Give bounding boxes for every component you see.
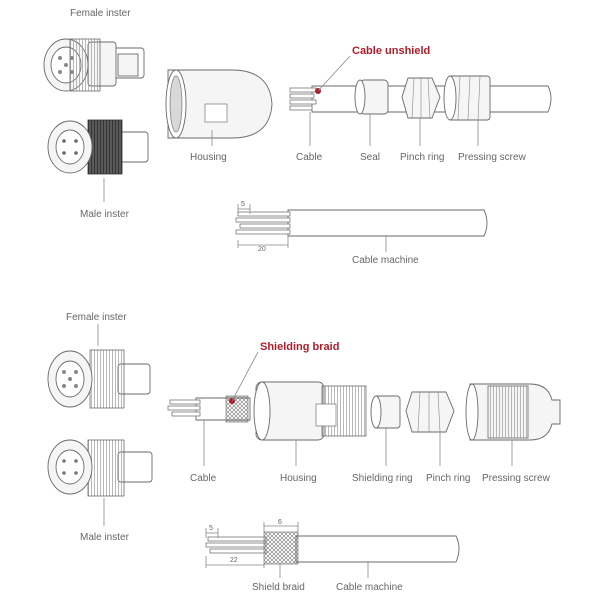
bottom-housing: [253, 381, 367, 441]
bottom-cable-label: Cable: [190, 473, 217, 484]
bottom-shielding-ring: [370, 395, 401, 429]
top-cable-machine-label: Cable machine: [352, 255, 419, 266]
bottom-shielding-ring-label: Shielding ring: [352, 473, 413, 484]
top-pinch-ring-label: Pinch ring: [400, 152, 444, 163]
top-housing-label: Housing: [190, 152, 227, 163]
bottom-cable-machine-label: Cable machine: [336, 582, 403, 593]
top-housing: [165, 69, 273, 139]
bottom-cable-machine: [205, 522, 460, 568]
top-female-insert: [43, 38, 145, 92]
top-cable-label: Cable: [296, 152, 323, 163]
bottom-dim-braid: 6: [278, 519, 282, 526]
bottom-shielding-braid-callout: Shielding braid: [260, 341, 339, 353]
top-callout-leader: [317, 55, 351, 92]
bottom-pressing-screw: [465, 383, 561, 441]
bottom-pressing-screw-label: Pressing screw: [482, 473, 551, 484]
bottom-female-insert: [47, 349, 151, 409]
top-cable-machine: [235, 204, 488, 248]
top-male-insert: [47, 119, 149, 175]
top-dim-short: 5: [241, 201, 245, 208]
top-pinch-ring: [401, 77, 441, 119]
top-seal: [354, 79, 389, 115]
top-dim-long: 20: [258, 246, 266, 253]
top-pressing-screw: [443, 75, 491, 121]
bottom-dim-short: 5: [209, 525, 213, 532]
bottom-male-inster-label: Male inster: [80, 532, 130, 543]
bottom-housing-label: Housing: [280, 473, 317, 484]
bottom-male-insert: [47, 439, 153, 497]
top-female-inster-label: Female inster: [70, 8, 131, 19]
bottom-female-inster-label: Female inster: [66, 312, 127, 323]
top-cable-unshield-callout: Cable unshield: [352, 45, 430, 57]
bottom-dim-long: 22: [230, 557, 238, 564]
bottom-cable: [167, 395, 251, 423]
top-pressing-screw-label: Pressing screw: [458, 152, 527, 163]
bottom-pinch-ring: [405, 391, 455, 433]
bottom-pinch-ring-label: Pinch ring: [426, 473, 470, 484]
top-seal-label: Seal: [360, 152, 380, 163]
bottom-shield-braid-label: Shield braid: [252, 582, 305, 593]
bottom-callout-leader: [231, 351, 259, 402]
top-male-inster-label: Male inster: [80, 209, 130, 220]
